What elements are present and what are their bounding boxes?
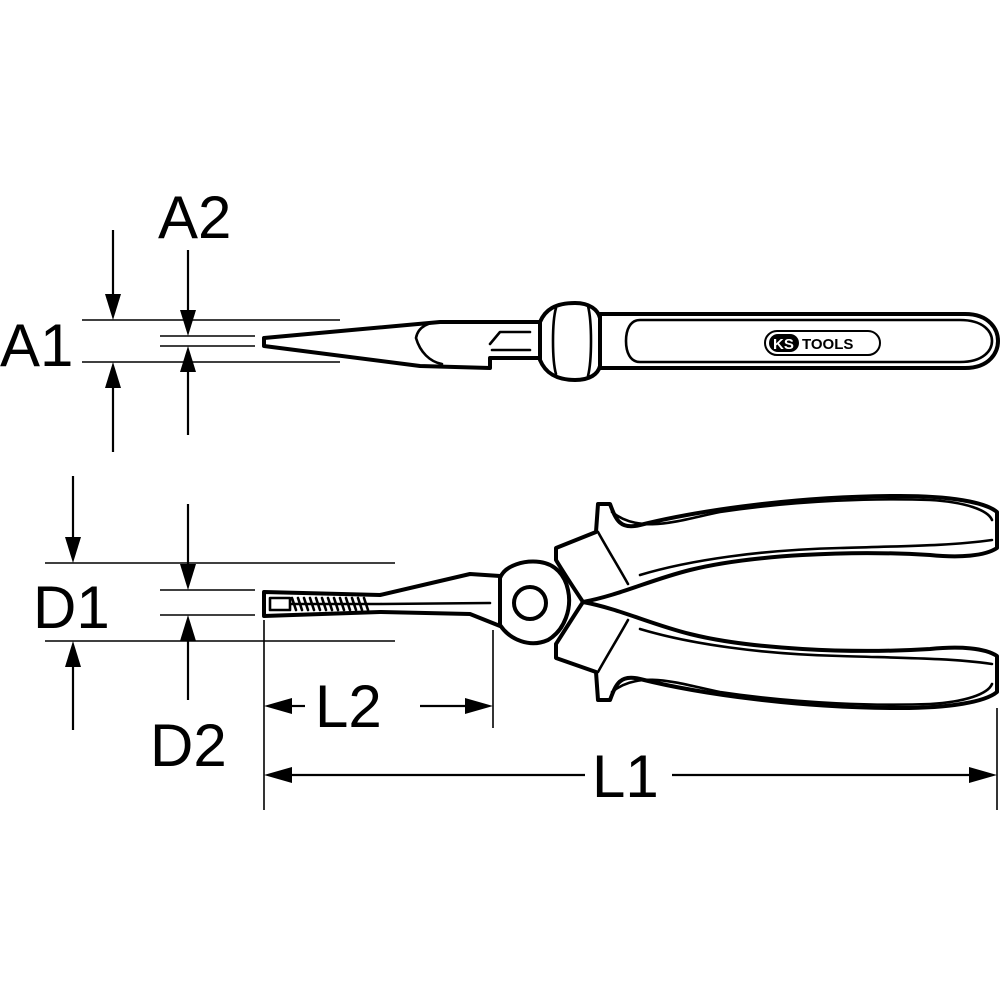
a1-arrow-bottom-head <box>105 362 121 388</box>
d2-arrow-top-head <box>180 564 196 590</box>
d1-arrow-top-head <box>65 537 81 563</box>
l1-arrow-left-head <box>264 767 292 783</box>
brand-logo: KS TOOLS <box>764 330 881 356</box>
side-view-jaw-bevel <box>414 320 532 366</box>
l2-arrow-right-head <box>465 698 493 714</box>
top-view-upper-handle <box>554 494 999 604</box>
d1-arrow-bottom-head <box>65 641 81 667</box>
top-view-upper-handle-grip <box>596 498 994 586</box>
label-l2: L2 <box>315 673 382 740</box>
a2-arrow-bottom-head <box>180 346 196 372</box>
label-d2: D2 <box>150 712 227 779</box>
a1-arrow-top-head <box>105 294 121 320</box>
side-view-collar-ridges <box>551 304 593 378</box>
top-view-lower-handle-grip <box>596 618 994 706</box>
top-view-pivot-rivet <box>512 585 548 621</box>
side-view-handle-grip-line <box>624 318 994 364</box>
pliers-top-view <box>45 476 999 810</box>
pliers-side-view: KS TOOLS <box>82 230 1000 452</box>
top-view-jaw-teeth <box>268 596 492 612</box>
label-a1: A1 <box>0 312 73 379</box>
l1-arrow-right-head <box>969 767 997 783</box>
d2-arrow-bottom-head <box>180 615 196 641</box>
logo-ks-text: KS <box>773 336 794 353</box>
a2-arrow-top-head <box>180 310 196 336</box>
top-view-lower-handle <box>554 600 999 710</box>
top-view-jaws <box>262 572 522 628</box>
l2-arrow-left-head <box>264 698 292 714</box>
logo-tools-text: TOOLS <box>802 336 853 353</box>
label-d1: D1 <box>33 574 110 641</box>
label-a2: A2 <box>158 184 231 251</box>
side-view-jaw <box>262 320 542 370</box>
label-l1: L1 <box>592 743 659 810</box>
